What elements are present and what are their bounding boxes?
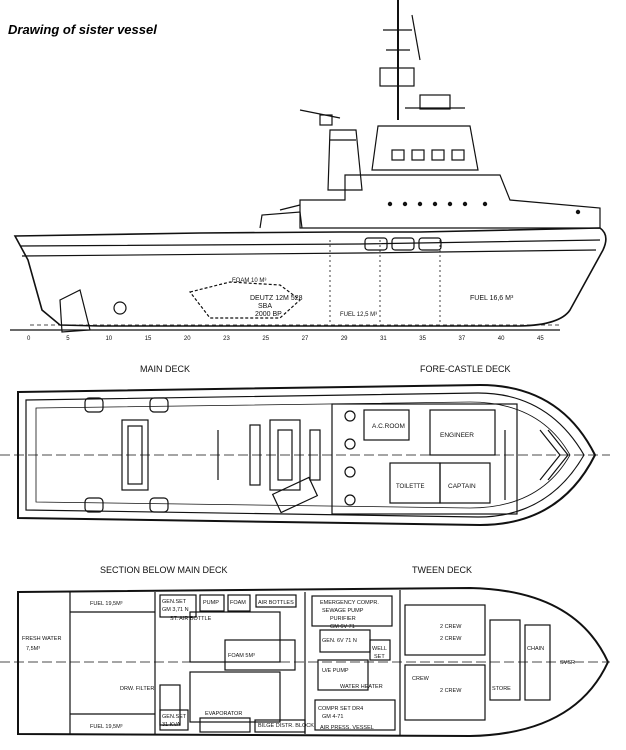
section-below-title: SECTION BELOW MAIN DECK	[100, 565, 228, 575]
ac-room-label: A.C.ROOM	[372, 423, 405, 430]
gen-set-3-label: GEN.SET	[162, 714, 187, 720]
frame-label: 23	[223, 336, 230, 342]
main-deck-title: MAIN DECK	[140, 364, 190, 374]
frame-label: 15	[145, 336, 152, 342]
frame-label: 37	[459, 336, 466, 342]
frame-label: 0	[27, 336, 31, 342]
caption: Drawing of sister vessel	[8, 22, 157, 37]
purifier-label: PURIFIER	[330, 616, 356, 622]
frame-label: 45	[537, 336, 544, 342]
air-press-label: AIR PRESS. VESSEL	[320, 725, 374, 731]
below-deck-plan: SECTION BELOW MAIN DECK TWEEN DECK	[0, 565, 610, 738]
frame-label: 35	[419, 336, 426, 342]
profile-view: DEUTZ 12M 528 SBA 2000 BP FOAM 10 M³ FUE…	[10, 0, 607, 342]
evaporator-label: EVAPORATOR	[205, 711, 242, 717]
foam-tank-label: FOAM 5M³	[228, 653, 255, 659]
frame-label: 29	[341, 336, 348, 342]
gen-set-3-rating: 31 KVA	[162, 722, 181, 728]
frame-label: 5	[66, 336, 70, 342]
fresh-water-volume: 7,5M³	[26, 646, 40, 652]
water-heater-label: WATER HEATER	[340, 684, 383, 690]
fuel-fwd-label: FUEL 16,6 M³	[470, 295, 514, 302]
main-deck-plan: MAIN DECK FORE-CASTLE DECK	[0, 364, 610, 527]
engineer-label: ENGINEER	[440, 432, 474, 439]
engine-label-3: 2000 BP	[255, 311, 282, 318]
foam-label: FOAM 10 M³	[232, 278, 266, 284]
fuel-top-label: FUEL 19,5M³	[90, 601, 123, 607]
emergency-compr-label: EMERGENCY COMPR.	[320, 600, 379, 606]
sewage-pump-label: SEWAGE PUMP	[322, 608, 364, 614]
crew-cabin-3: CREW	[412, 676, 430, 682]
frame-label: 25	[262, 336, 269, 342]
frame-label: 20	[184, 336, 191, 342]
air-bottles-label: AIR BOTTLES	[258, 600, 294, 606]
ue-pump-label: U/E PUMP	[322, 668, 349, 674]
well-set-label: SET	[374, 654, 385, 660]
crew-cabin-4: 2 CREW	[440, 688, 462, 694]
frame-label: 31	[380, 336, 387, 342]
engine-label-2: SBA	[258, 303, 272, 310]
frame-scale: 0 5 10 15 20 23 25 27 29 31 35 37 40 45	[27, 336, 544, 342]
compr-set-model: GM 4-71	[322, 714, 343, 720]
gen-set-1-model: GM 3,71 N	[162, 607, 189, 613]
fuel-aft-label: FUEL 12,5 M³	[340, 312, 377, 318]
forecastle-deck-title: FORE-CASTLE DECK	[420, 364, 511, 374]
engine-label: DEUTZ 12M 528	[250, 295, 303, 302]
captain-label: CAPTAIN	[448, 483, 476, 490]
fresh-water-label: FRESH WATER	[22, 636, 61, 642]
air-bottle-label: ST. AIR BOTTLE	[170, 616, 212, 622]
pump-label: PUMP	[203, 600, 219, 606]
frame-label: 10	[105, 336, 112, 342]
crew-cabin-2: 2 CREW	[440, 636, 462, 642]
drw-filter-label: DRW. FILTER	[120, 686, 154, 692]
chain-locker-label: CHAIN	[527, 646, 544, 652]
frame-label: 27	[302, 336, 309, 342]
svsr-label: SVSR	[560, 660, 575, 666]
well-label: WELL	[372, 646, 387, 652]
fuel-bottom-label: FUEL 19,5M³	[90, 724, 123, 730]
gen-set-2-label: GEN. 6V 71 N	[322, 638, 357, 644]
compr-set-label: COMPR SET DR4	[318, 706, 363, 712]
crew-cabin-1: 2 CREW	[440, 624, 462, 630]
frame-label: 40	[498, 336, 505, 342]
store-label: STORE	[492, 686, 511, 692]
foam-pump-label: FOAM	[230, 600, 246, 606]
bilge-block-label: BILGE DISTR. BLOCK	[258, 723, 314, 729]
purifier-model: GM 6V 71	[330, 624, 355, 630]
toilette-label: TOILETTE	[396, 484, 425, 490]
tween-deck-title: TWEEN DECK	[412, 565, 472, 575]
gen-set-1-label: GEN.SET	[162, 599, 187, 605]
